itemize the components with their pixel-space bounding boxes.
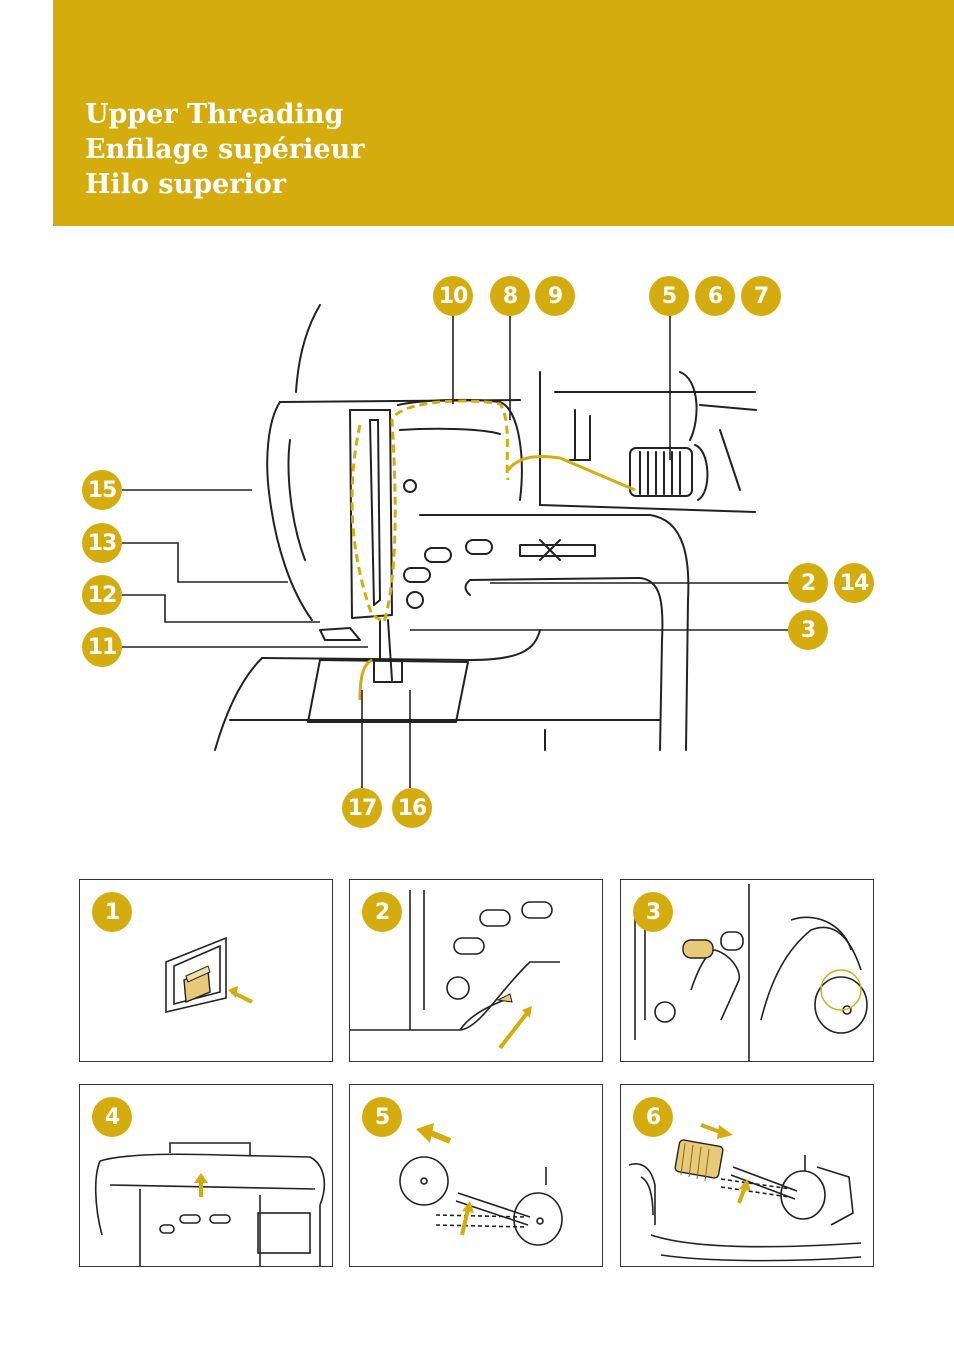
title-spanish: Hilo superior xyxy=(85,169,287,200)
callout-12: 12 xyxy=(82,575,122,615)
callout-3: 3 xyxy=(788,610,828,650)
buttons-closeup-illustration xyxy=(350,890,560,1050)
step-number-1: 1 xyxy=(92,892,132,932)
title-english: Upper Threading xyxy=(85,99,344,130)
power-switch-illustration xyxy=(165,936,253,1014)
step-number-6: 6 xyxy=(633,1097,673,1137)
step-panel-2: 2 xyxy=(349,879,603,1062)
callout-10: 10 xyxy=(433,276,473,316)
callout-2: 2 xyxy=(788,563,828,603)
step-number-5: 5 xyxy=(362,1097,402,1137)
spool-placement-illustration xyxy=(628,1123,862,1262)
callout-17: 17 xyxy=(342,788,382,828)
step-panel-4: 4 xyxy=(79,1084,333,1267)
step-number-4: 4 xyxy=(92,1097,132,1137)
page-title: Upper Threading Enfilage supérieur Hilo … xyxy=(85,97,364,202)
callout-15: 15 xyxy=(82,470,122,510)
callout-9: 9 xyxy=(535,276,575,316)
sewing-machine-illustration xyxy=(122,304,788,788)
step-panel-3: 3 xyxy=(620,879,874,1062)
top-cover-illustration xyxy=(94,1142,326,1266)
callout-11: 11 xyxy=(82,627,122,667)
callout-13: 13 xyxy=(82,523,122,563)
callout-8: 8 xyxy=(490,276,530,316)
callout-5: 5 xyxy=(649,276,689,316)
step-panel-5: 5 xyxy=(349,1084,603,1267)
step-panel-6: 6 xyxy=(620,1084,874,1267)
callout-14: 14 xyxy=(834,563,874,603)
callout-6: 6 xyxy=(695,276,735,316)
spool-cap-removal-illustration xyxy=(399,1123,563,1246)
step-panel-1: 1 xyxy=(79,879,333,1062)
callout-7: 7 xyxy=(741,276,781,316)
callout-16: 16 xyxy=(392,788,432,828)
needle-position-illustration xyxy=(634,884,868,1061)
header-band: Upper Threading Enfilage supérieur Hilo … xyxy=(53,0,954,226)
step-number-2: 2 xyxy=(362,892,402,932)
step-number-3: 3 xyxy=(633,892,673,932)
title-french: Enfilage supérieur xyxy=(85,134,365,165)
